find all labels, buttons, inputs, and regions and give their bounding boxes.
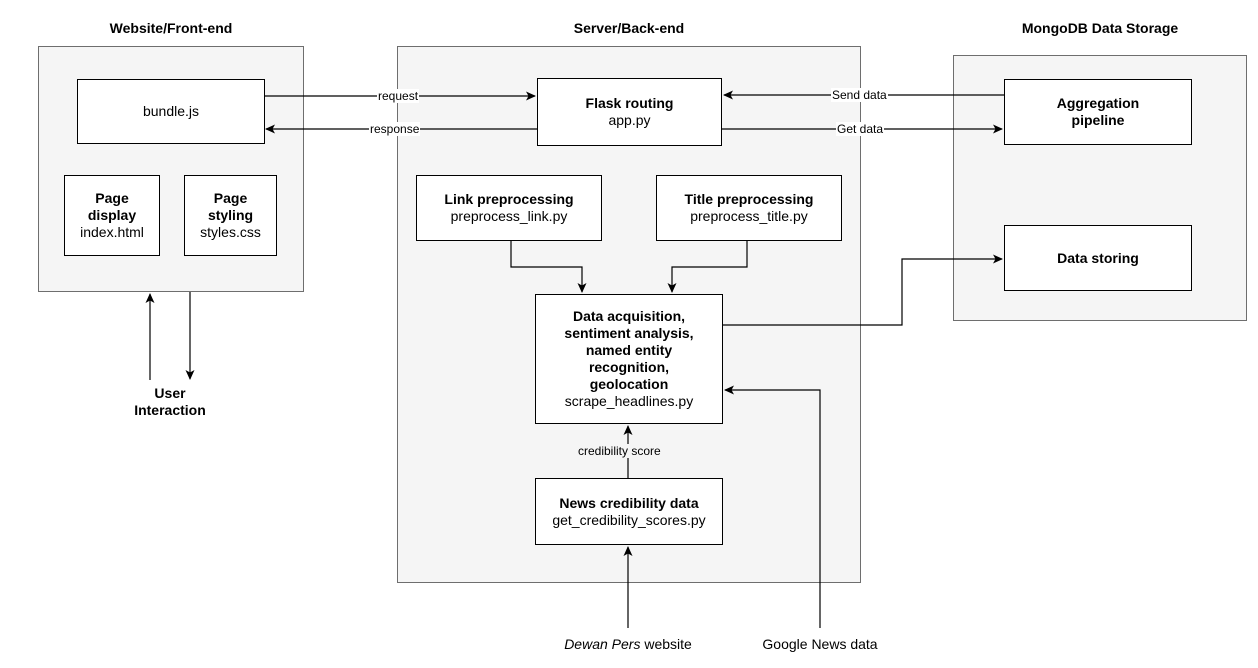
bundle-js-file: bundle.js bbox=[142, 103, 200, 119]
acquisition-to-storing-arrow bbox=[723, 254, 1003, 326]
title-preprocessing-file: preprocess_title.py bbox=[690, 208, 808, 224]
page-display-file: index.html bbox=[80, 224, 144, 240]
credibility-score-label: credibility score bbox=[577, 444, 662, 458]
data-acquisition-box: Data acquisition, sentiment analysis, na… bbox=[535, 294, 723, 424]
backend-heading: Server/Back-end bbox=[573, 20, 685, 36]
request-label: request bbox=[377, 89, 420, 103]
aggregation-pipeline-line2: pipeline bbox=[1071, 112, 1125, 128]
response-label: response bbox=[369, 122, 421, 136]
user-interaction-label: User Interaction bbox=[110, 385, 230, 419]
data-acquisition-line-2: sentiment analysis, bbox=[564, 325, 694, 341]
google-news-source: Google News data bbox=[762, 636, 878, 652]
page-styling-box: Page styling styles.css bbox=[184, 175, 277, 256]
dewan-pers-name: Dewan Pers bbox=[564, 636, 641, 652]
page-display-title-line1: Page bbox=[95, 190, 129, 206]
link-preprocessing-file: preprocess_link.py bbox=[450, 208, 568, 224]
link-to-acquisition-arrow bbox=[510, 241, 587, 293]
bundle-js-box: bundle.js bbox=[77, 79, 265, 144]
aggregation-pipeline-line1: Aggregation bbox=[1056, 95, 1140, 111]
news-credibility-box: News credibility data get_credibility_sc… bbox=[535, 478, 723, 545]
data-acquisition-line-4: recognition, bbox=[588, 359, 670, 375]
title-preprocessing-box: Title preprocessing preprocess_title.py bbox=[656, 175, 842, 241]
data-acquisition-line-1: Data acquisition, bbox=[572, 308, 686, 324]
data-acquisition-line-3: named entity bbox=[585, 342, 673, 358]
page-styling-title-line1: Page bbox=[213, 190, 248, 206]
user-interaction-line1: User bbox=[154, 385, 186, 401]
page-styling-file: styles.css bbox=[200, 224, 261, 240]
flask-routing-title: Flask routing bbox=[585, 95, 674, 111]
data-storing-box: Data storing bbox=[1004, 225, 1192, 291]
frontend-heading: Website/Front-end bbox=[109, 20, 233, 36]
send-data-label: Send data bbox=[831, 88, 888, 102]
link-preprocessing-title: Link preprocessing bbox=[444, 191, 574, 207]
page-styling-title-line2: styling bbox=[207, 207, 254, 223]
data-acquisition-file: scrape_headlines.py bbox=[564, 393, 694, 409]
dewan-pers-source: Dewan Pers website bbox=[548, 636, 708, 652]
title-to-acquisition-arrow bbox=[667, 241, 748, 293]
storage-heading: MongoDB Data Storage bbox=[1021, 20, 1179, 36]
google-news-arrow bbox=[724, 385, 821, 628]
page-display-title-line2: display bbox=[87, 207, 137, 223]
aggregation-pipeline-box: Aggregation pipeline bbox=[1004, 79, 1192, 145]
get-data-label: Get data bbox=[836, 122, 885, 136]
user-interaction-line2: Interaction bbox=[134, 402, 206, 418]
news-credibility-title: News credibility data bbox=[559, 494, 699, 511]
link-preprocessing-box: Link preprocessing preprocess_link.py bbox=[416, 175, 602, 241]
dewan-pers-suffix: website bbox=[640, 636, 692, 652]
news-credibility-file: get_credibility_scores.py bbox=[552, 511, 706, 528]
data-acquisition-line-5: geolocation bbox=[589, 376, 669, 392]
flask-routing-file: app.py bbox=[608, 112, 651, 128]
page-display-box: Page display index.html bbox=[64, 175, 160, 256]
title-preprocessing-title: Title preprocessing bbox=[684, 191, 814, 207]
flask-routing-box: Flask routing app.py bbox=[537, 78, 722, 146]
data-storing-title: Data storing bbox=[1057, 249, 1139, 266]
